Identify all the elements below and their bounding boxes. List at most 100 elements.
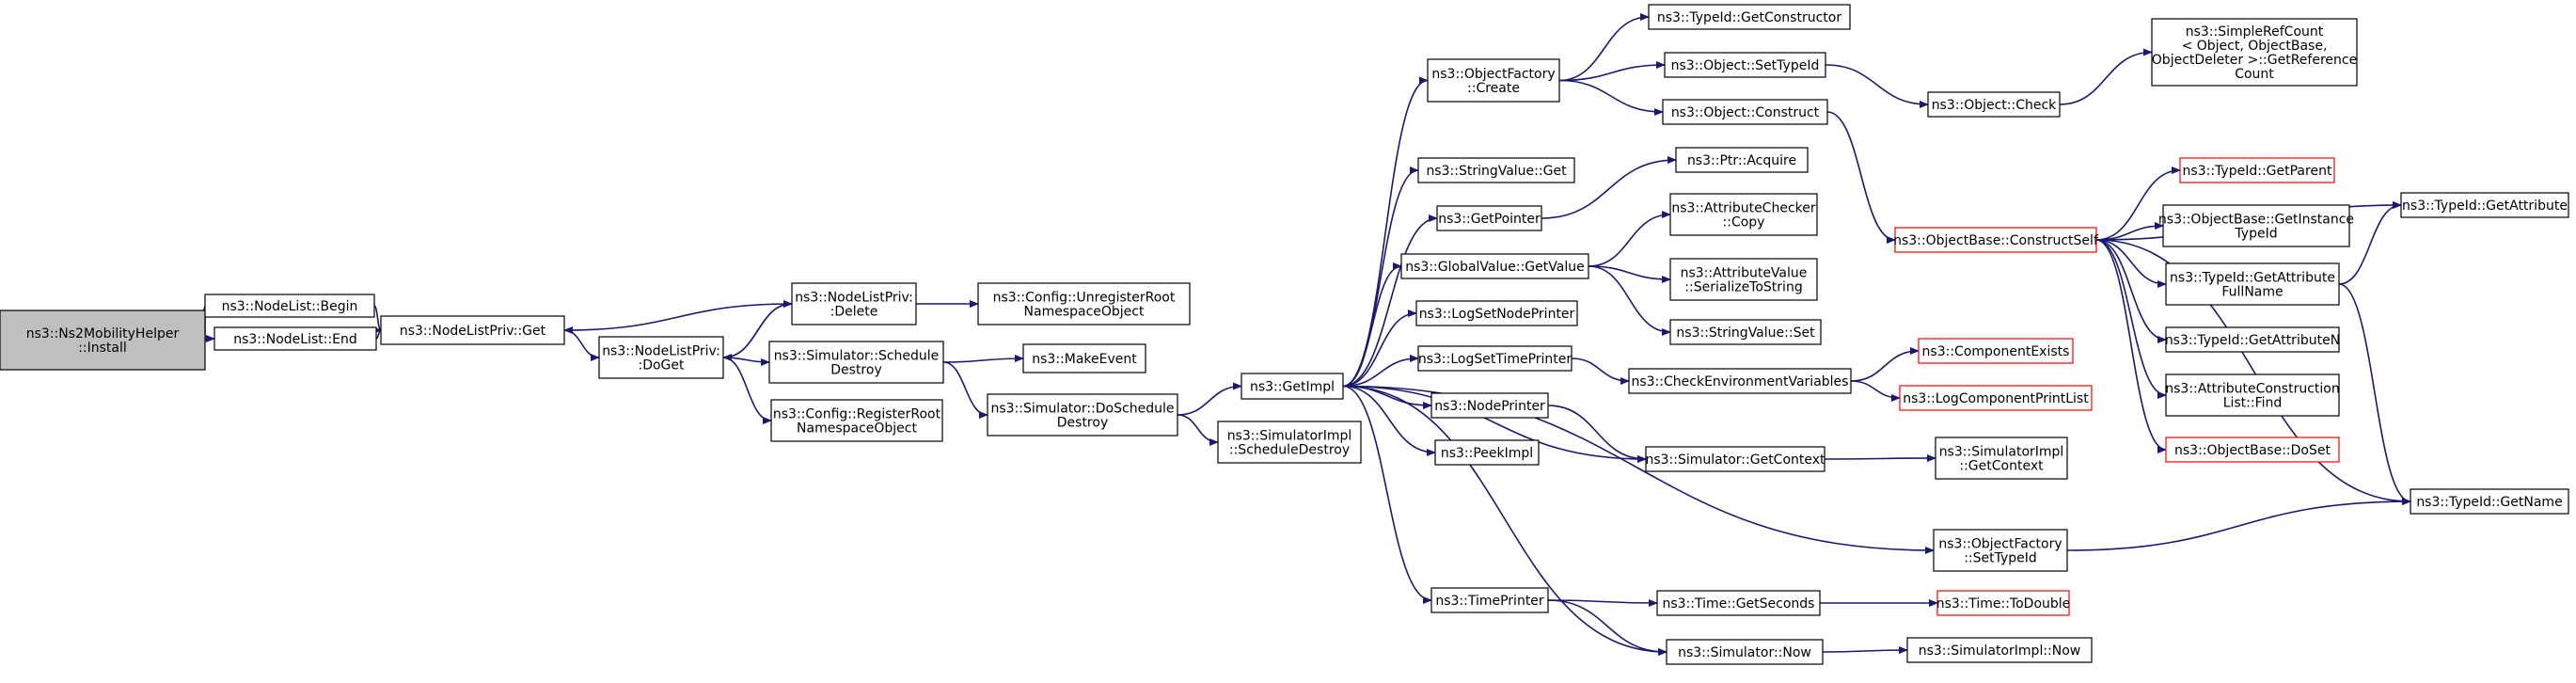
node-label: ns3::ObjectBase::ConstructSelf [1893, 233, 2099, 248]
node-label: ns3::Object::SetTypeId [1671, 58, 1820, 73]
node-label: ns3::Ns2MobilityHelper [26, 326, 180, 342]
node-av-serialize[interactable]: ns3::AttributeValue::SerializeToString [1669, 258, 1818, 301]
node-label: ::SerializeToString [1684, 280, 1802, 295]
node-box [1430, 392, 1549, 419]
node-check-env[interactable]: ns3::CheckEnvironmentVariables [1628, 368, 1852, 394]
node-obj-construct[interactable]: ns3::Object::Construct [1662, 99, 1828, 125]
edge-path [371, 305, 382, 334]
node-sim-now[interactable]: ns3::Simulator::Now [1666, 639, 1824, 665]
edge-tid-get-attr-fullname-to-tid-get-attribute [2338, 201, 2402, 285]
node-log-component-print-list[interactable]: ns3::LogComponentPrintList [1899, 385, 2093, 411]
edge-path [1342, 262, 1402, 388]
node-label: ::Create [1467, 81, 1520, 96]
node-time-printer[interactable]: ns3::TimePrinter [1430, 587, 1549, 613]
edge-path [1342, 385, 1436, 456]
node-tid-get-name[interactable]: ns3::TypeId::GetName [2410, 488, 2569, 515]
edge-nlp-doget-to-cfg-register [722, 357, 772, 424]
node-label: ns3::AttributeConstruction [2165, 382, 2339, 397]
node-ptr-acquire[interactable]: ns3::Ptr::Acquire [1675, 147, 1809, 173]
edge-ob-construct-self-to-tid-get-name [2095, 239, 2411, 505]
node-simimpl-schedule-destroy[interactable]: ns3::SimulatorImpl::ScheduleDestroy [1217, 421, 1362, 464]
node-tid-get-attr-n[interactable]: ns3::TypeId::GetAttributeN [2165, 326, 2340, 353]
edge-path [1558, 79, 1664, 116]
node-sv-set[interactable]: ns3::StringValue::Set [1669, 319, 1822, 345]
node-tid-get-attribute[interactable]: ns3::TypeId::GetAttribute [2400, 192, 2569, 218]
node-ob-construct-self[interactable]: ns3::ObjectBase::ConstructSelf [1893, 227, 2099, 253]
node-sim-get-context[interactable]: ns3::Simulator::GetContext [1645, 446, 1825, 472]
node-install[interactable]: ns3::Ns2MobilityHelper::Install [0, 310, 206, 371]
edge-get-pointer-to-ptr-acquire [1541, 156, 1677, 219]
node-log-time-printer[interactable]: ns3::LogSetTimePrinter [1417, 345, 1572, 372]
edge-check-env-to-log-component-print-list [1850, 380, 1901, 402]
edge-path [722, 357, 772, 424]
node-gv-getvalue[interactable]: ns3::GlobalValue::GetValue [1400, 253, 1589, 279]
node-label: ns3::NodeListPriv: [602, 344, 720, 359]
node-ob-doset[interactable]: ns3::ObjectBase::DoSet [2165, 437, 2340, 463]
node-box [2179, 157, 2335, 183]
edge-path [1177, 414, 1219, 446]
node-node-printer[interactable]: ns3::NodePrinter [1430, 392, 1549, 419]
node-label: ns3::LogSetTimePrinter [1418, 352, 1572, 367]
node-label: ns3::AttributeValue [1681, 266, 1808, 281]
node-cfg-unregister[interactable]: ns3::Config::UnregisterRootNamespaceObje… [977, 282, 1191, 326]
node-label: ns3::Object::Check [1932, 98, 2057, 113]
node-nlp-doget[interactable]: ns3::NodeListPriv::DoGet [598, 336, 724, 379]
node-tid-get-parent[interactable]: ns3::TypeId::GetParent [2179, 157, 2335, 183]
node-time-get-seconds[interactable]: ns3::Time::GetSeconds [1656, 590, 1821, 616]
edge-path [2059, 48, 2153, 105]
node-peek-impl[interactable]: ns3::PeekImpl [1434, 439, 1540, 466]
node-simimpl-get-context[interactable]: ns3::SimulatorImpl::GetContext [1935, 437, 2068, 480]
node-get-impl[interactable]: ns3::GetImpl [1241, 373, 1344, 400]
node-label: ::ScheduleDestroy [1229, 443, 1350, 458]
edge-path [1541, 156, 1677, 219]
node-box [1400, 253, 1589, 279]
node-component-exists[interactable]: ns3::ComponentExists [1918, 338, 2074, 364]
node-of-set-typeid[interactable]: ns3::ObjectFactory::SetTypeId [1933, 529, 2068, 572]
node-nl-end[interactable]: ns3::NodeList::End [213, 326, 377, 351]
node-box [791, 282, 917, 326]
edge-path [2095, 239, 2411, 505]
node-box [2162, 204, 2350, 247]
node-label: ns3::Object::Construct [1671, 105, 1820, 120]
node-simple-ref-count[interactable]: ns3::SimpleRefCount< Object, ObjectBase,… [2151, 18, 2358, 87]
node-box [1648, 4, 1851, 30]
node-box [2165, 262, 2340, 306]
node-sv-get[interactable]: ns3::StringValue::Get [1417, 157, 1575, 183]
node-nlp-delete[interactable]: ns3::NodeListPriv::Delete [791, 282, 917, 326]
node-label: ns3::ObjectFactory [1938, 537, 2062, 552]
node-simimpl-now[interactable]: ns3::SimulatorImpl::Now [1906, 637, 2093, 663]
edge-nl-begin-to-nlp-get [371, 305, 382, 334]
edge-ob-construct-self-to-tid-get-attr-n [2095, 239, 2167, 343]
node-tid-get-constructor[interactable]: ns3::TypeId::GetConstructor [1648, 4, 1851, 30]
node-log-node-printer[interactable]: ns3::LogSetNodePrinter [1415, 300, 1578, 326]
node-make-event[interactable]: ns3::MakeEvent [1022, 343, 1146, 373]
node-obj-check[interactable]: ns3::Object::Check [1927, 91, 2061, 118]
node-nlp-get[interactable]: ns3::NodeListPriv::Get [380, 315, 565, 345]
node-box [2151, 18, 2358, 87]
node-box [1927, 91, 2061, 118]
node-of-create[interactable]: ns3::ObjectFactory::Create [1427, 58, 1560, 103]
edge-path [1822, 646, 1908, 655]
node-box [380, 315, 565, 345]
node-label: ns3::StringValue::Get [1426, 164, 1567, 179]
node-sim-schedule-destroy[interactable]: ns3::Simulator::ScheduleDestroy [768, 341, 944, 384]
node-box [1217, 421, 1362, 464]
node-obj-set-typeid[interactable]: ns3::Object::SetTypeId [1664, 52, 1826, 78]
node-get-pointer[interactable]: ns3::GetPointer [1436, 205, 1542, 231]
edge-get-impl-to-time-printer [1342, 385, 1432, 604]
node-label: ns3::ObjectBase::GetInstance [2158, 213, 2354, 228]
node-label: ::Copy [1723, 215, 1765, 230]
node-time-to-double[interactable]: ns3::Time::ToDouble [1936, 590, 2071, 616]
edge-sim-get-context-to-simimpl-get-context [1824, 454, 1936, 463]
node-ac-copy[interactable]: ns3::AttributeChecker::Copy [1669, 193, 1818, 236]
edge-path [1547, 405, 1647, 463]
node-label: ns3::StringValue::Set [1676, 326, 1815, 341]
node-box [1628, 368, 1852, 394]
node-nl-begin[interactable]: ns3::NodeList::Begin [204, 294, 375, 318]
edge-path [1177, 382, 1242, 416]
